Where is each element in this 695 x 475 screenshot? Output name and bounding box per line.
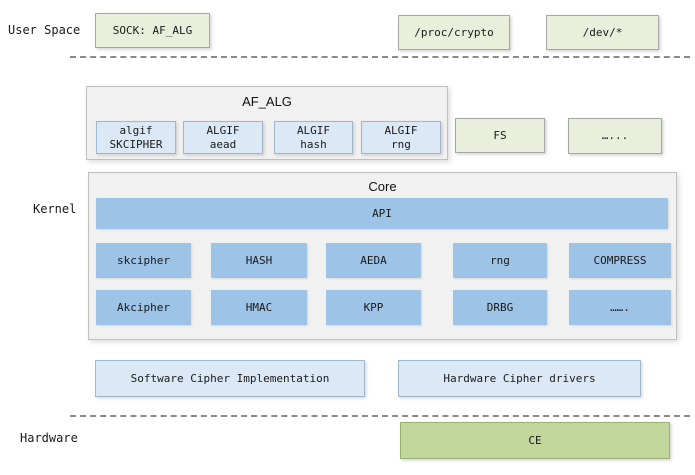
layer-label-hardware: Hardware <box>20 431 78 445</box>
core-compress-box: COMPRESS <box>569 243 671 278</box>
algif-aead-line2: aead <box>209 137 237 151</box>
api-bar: API <box>96 198 668 229</box>
hardware-cipher-drivers-box: Hardware Cipher drivers <box>398 360 641 397</box>
separator-kernel-hardware <box>70 415 690 417</box>
af-alg-container: AF_ALG algif SKCIPHER ALGIF aead ALGIF h… <box>86 86 448 160</box>
algif-hash-line2: hash <box>300 137 327 151</box>
algif-hash-line1: ALGIF <box>296 123 331 137</box>
algif-aead-line1: ALGIF <box>206 123 240 137</box>
core-skcipher-box: skcipher <box>96 243 191 278</box>
core-more-box: ……. <box>569 290 671 325</box>
ce-box: CE <box>400 422 670 459</box>
proc-crypto-box: /proc/crypto <box>398 15 510 50</box>
algif-rng-box: ALGIF rng <box>361 121 441 154</box>
fs-more-box: …... <box>568 118 662 154</box>
algif-skcipher-box: algif SKCIPHER <box>96 121 176 154</box>
core-rng-box: rng <box>453 243 547 278</box>
dev-box: /dev/* <box>546 15 659 50</box>
core-title: Core <box>368 179 397 194</box>
core-akcipher-box: Akcipher <box>96 290 191 325</box>
layer-label-user-space: User Space <box>8 23 81 37</box>
separator-user-kernel <box>70 56 690 58</box>
core-hash-box: HASH <box>211 243 307 278</box>
software-cipher-box: Software Cipher Implementation <box>95 360 365 397</box>
core-kpp-box: KPP <box>326 290 421 325</box>
algif-rng-line2: rng <box>391 137 411 151</box>
algif-skcipher-line1: algif <box>119 123 153 137</box>
algif-rng-line1: ALGIF <box>384 123 418 137</box>
core-hmac-box: HMAC <box>211 290 307 325</box>
sock-af-alg-box: SOCK: AF_ALG <box>95 13 210 48</box>
layer-label-kernel: Kernel <box>33 202 77 216</box>
algif-hash-box: ALGIF hash <box>274 121 353 154</box>
algif-aead-box: ALGIF aead <box>183 121 263 154</box>
core-aeda-box: AEDA <box>326 243 421 278</box>
af-alg-title: AF_ALG <box>242 94 292 109</box>
fs-box: FS <box>455 118 545 153</box>
algif-skcipher-line2: SKCIPHER <box>109 137 163 151</box>
core-container: Core API skcipher HASH AEDA rng COMPRESS… <box>88 172 677 340</box>
core-drbg-box: DRBG <box>453 290 547 325</box>
